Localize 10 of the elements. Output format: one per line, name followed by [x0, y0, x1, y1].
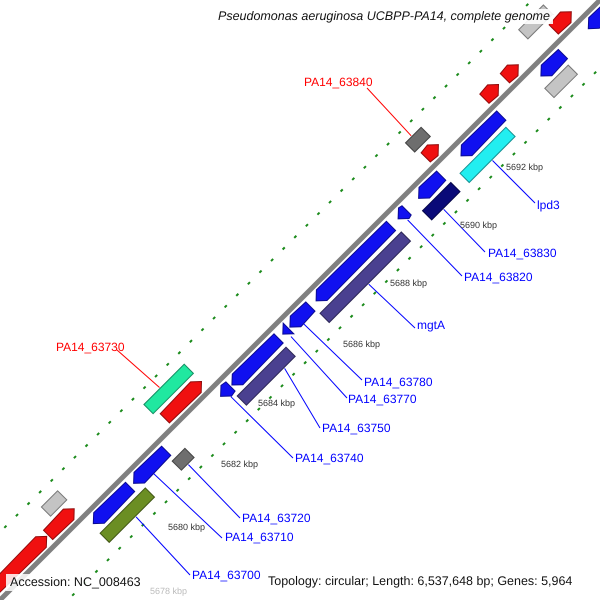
scale-label: 5678 kbp	[150, 586, 188, 597]
scale-label: 5680 kbp	[168, 522, 206, 533]
scale-label: 5684 kbp	[258, 398, 296, 409]
scale-label: 5686 kbp	[343, 339, 380, 350]
genome-summary: Topology: circular; Length: 6,537,648 bp; Genes: 5,964	[268, 574, 572, 589]
scale-label: 5688 kbp	[390, 278, 428, 289]
scale-label: 5692 kbp	[506, 162, 544, 173]
scale-label: 5690 kbp	[460, 220, 498, 231]
scale-label: 5682 kbp	[221, 459, 258, 470]
title: Pseudomonas aeruginosa UCBPP-PA14, complete genome	[215, 9, 553, 24]
